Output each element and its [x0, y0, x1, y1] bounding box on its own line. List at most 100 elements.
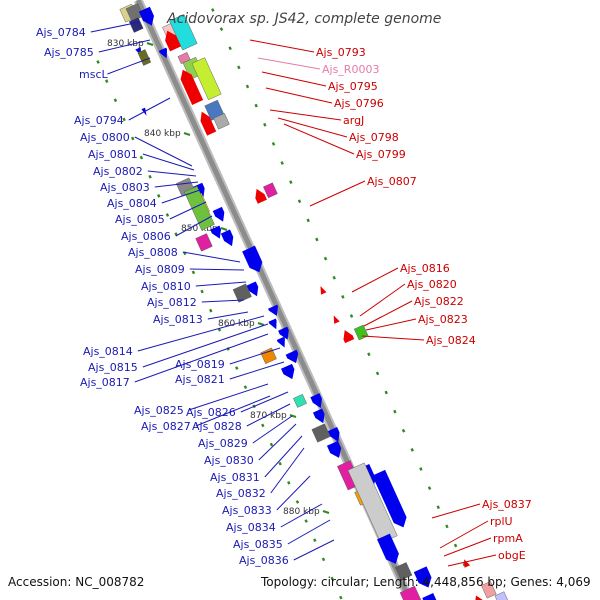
tick-mark-left	[209, 308, 213, 313]
forward-gene-arrow	[422, 593, 437, 600]
tick-mark-right	[211, 8, 215, 12]
tick-mark-right	[349, 314, 354, 318]
tick-mark-right	[332, 275, 336, 280]
connector-ajs-0809	[189, 268, 245, 271]
connector-ajs-0821	[229, 361, 285, 380]
connector-ajs-0813	[207, 311, 249, 320]
connector-ajs-0785	[98, 39, 151, 53]
connector-ajs-0824	[361, 335, 425, 341]
tick-mark-left	[313, 538, 317, 543]
forward-gene-arrow	[158, 47, 168, 59]
connector-mscl	[107, 57, 151, 75]
gene-label-ajs-0794: Ajs_0794	[74, 114, 124, 127]
reverse-gene-arrow	[343, 330, 355, 344]
gene-label-ajs-0826: Ajs_0826	[186, 406, 236, 419]
gene-label-ajs-0810: Ajs_0810	[141, 280, 191, 293]
gene-label-obge: obgE	[498, 549, 526, 562]
tick-mark-left	[330, 576, 334, 581]
gene-block	[481, 581, 497, 599]
forward-gene-arrow	[268, 318, 277, 330]
kbp-marker-830-kbp: 830 kbp	[107, 39, 144, 49]
gene-label-ajs-0812: Ajs_0812	[147, 296, 197, 309]
connector-ajs-0832	[270, 447, 305, 494]
forward-gene-arrow	[377, 533, 399, 564]
gene-label-ajs-0800: Ajs_0800	[80, 131, 130, 144]
reverse-gene-arrow	[464, 559, 471, 568]
label-connectors	[90, 21, 497, 567]
connector-ajs-0833	[276, 475, 311, 511]
gene-label-ajs-0809: Ajs_0809	[135, 263, 185, 276]
forward-gene-arrow	[141, 107, 147, 116]
connector-ajs-0796	[265, 87, 333, 104]
gene-label-ajs-0817: Ajs_0817	[80, 376, 130, 389]
tick-mark-left	[321, 557, 326, 562]
connector-ajs-0803	[154, 181, 199, 188]
gene-block	[494, 591, 509, 600]
connector-ajs-0802	[147, 170, 197, 177]
gene-label-ajs-0819: Ajs_0819	[175, 358, 225, 371]
gene-block	[137, 49, 152, 66]
gene-label-ajs-0831: Ajs_0831	[210, 471, 260, 484]
connector-ajs-0831	[264, 435, 303, 478]
tick-mark-right	[375, 371, 380, 376]
forward-gene-arrow	[278, 326, 289, 340]
tick-mark-left	[339, 595, 343, 600]
reverse-gene-arrow	[320, 286, 327, 295]
connector-argj	[269, 109, 342, 121]
forward-gene-arrow	[372, 469, 407, 528]
gene-label-ajs-0804: Ajs_0804	[107, 197, 157, 210]
gene-label-argj: argJ	[343, 114, 364, 127]
gene-label-ajs-0829: Ajs_0829	[198, 437, 248, 450]
tick-mark-right	[228, 46, 232, 51]
connector-ajs-0784	[90, 21, 141, 33]
tick-mark-left	[122, 117, 126, 122]
kbp-tick	[183, 132, 191, 136]
reverse-gene-arrow	[474, 595, 486, 600]
tick-mark-left	[200, 289, 204, 294]
tick-mark-right	[289, 180, 293, 185]
connector-ajs-0814	[137, 315, 265, 352]
tick-mark-right	[297, 199, 302, 204]
tick-mark-left	[278, 461, 282, 466]
connector-ajs-0806	[175, 215, 213, 237]
tick-mark-right	[453, 543, 458, 548]
tick-mark-right	[315, 237, 319, 242]
tick-mark-left	[269, 442, 274, 447]
gene-label-ajs-0820: Ajs_0820	[407, 278, 457, 291]
tick-mark-right	[280, 161, 284, 165]
forward-gene-arrow	[246, 281, 259, 297]
connector-ajs-0828	[246, 403, 291, 427]
tick-mark-right	[341, 295, 345, 299]
connector-ajs-0835	[287, 519, 331, 545]
connector-ajs-0825	[188, 383, 269, 411]
forward-gene-arrow	[268, 304, 279, 316]
gene-label-ajs-0816: Ajs_0816	[400, 262, 450, 275]
forward-gene-arrow	[220, 229, 234, 247]
tick-mark-right	[427, 486, 432, 491]
gene-label-ajs-0803: Ajs_0803	[100, 181, 150, 194]
tick-mark-left	[139, 155, 144, 160]
connector-ajs-0810	[195, 281, 247, 287]
gene-label-ajs-0823: Ajs_0823	[418, 313, 468, 326]
accession-text: Accession: NC_008782	[8, 575, 144, 589]
kbp-tick	[322, 510, 330, 514]
gene-label-ajs-0805: Ajs_0805	[115, 213, 165, 226]
forward-gene-arrow	[285, 349, 299, 364]
reverse-gene-arrow	[165, 30, 181, 52]
gene-label-ajs-0798: Ajs_0798	[349, 131, 399, 144]
tick-mark-left	[96, 60, 100, 64]
tick-mark-right	[306, 218, 310, 223]
tick-mark-right	[436, 505, 440, 510]
tick-mark-right	[271, 142, 276, 146]
connector-ajs-0826	[240, 391, 289, 413]
tick-mark-right	[245, 84, 250, 89]
gene-block	[232, 283, 252, 303]
connector-ajs-0822	[363, 300, 413, 327]
gene-label-ajs-0799: Ajs_0799	[356, 148, 406, 161]
gene-block	[213, 113, 230, 130]
forward-gene-arrow	[242, 245, 263, 273]
tick-mark-left	[131, 136, 135, 141]
kbp-marker-840-kbp: 840 kbp	[144, 129, 181, 139]
